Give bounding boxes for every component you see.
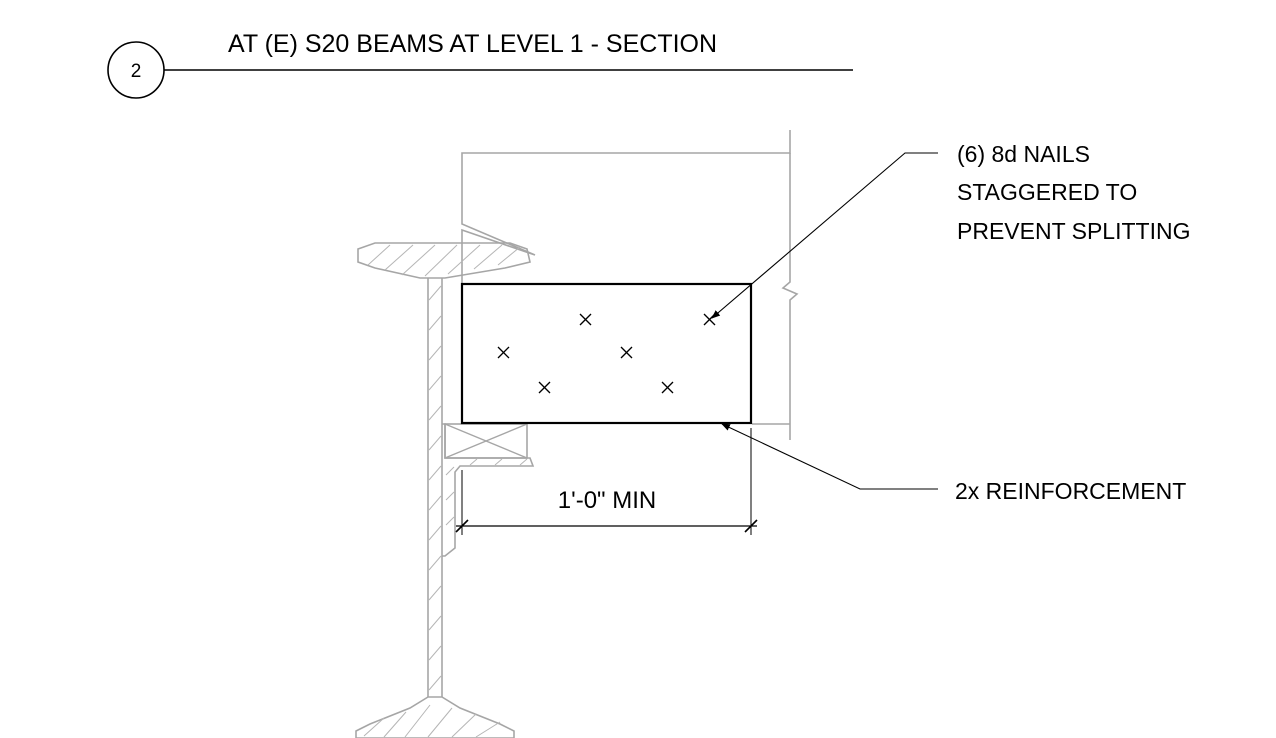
nail-mark <box>661 381 674 394</box>
reinforcement-callout: 2x REINFORCEMENT <box>721 423 1186 504</box>
reinforcement-leader <box>721 423 938 490</box>
reinforcement-2x-outline <box>460 282 753 425</box>
nails-note-line-2: STAGGERED TO <box>957 179 1137 205</box>
nail-mark <box>703 313 716 326</box>
nailer-block <box>444 423 528 459</box>
dimension-min-length: 1'-0" MIN <box>455 428 758 535</box>
nail-mark <box>497 346 510 359</box>
detail-title-block: 2 AT (E) S20 BEAMS AT LEVEL 1 - SECTION <box>107 30 853 99</box>
existing-break-line <box>781 153 799 440</box>
steel-angle <box>442 423 535 557</box>
steel-beam <box>355 242 535 738</box>
nails-leader <box>711 152 938 319</box>
beam-web <box>427 278 443 697</box>
dimension-tick-left <box>455 519 469 533</box>
dimension-tick-right <box>744 519 758 533</box>
dimension-label: 1'-0" MIN <box>558 487 656 514</box>
nail-mark <box>538 381 551 394</box>
nails-note-line-3: PREVENT SPLITTING <box>957 218 1190 244</box>
existing-framing <box>461 130 799 440</box>
nails-note-line-1: (6) 8d NAILS <box>957 141 1090 167</box>
existing-joist-outline <box>461 130 791 284</box>
detail-number: 2 <box>131 61 142 82</box>
steel-hatching <box>363 244 528 738</box>
beam-top-flange <box>357 242 531 279</box>
reinforcement-member <box>460 282 753 425</box>
nail-marks <box>497 313 716 394</box>
beam-bottom-flange <box>355 696 515 738</box>
nail-mark <box>620 346 633 359</box>
detail-title: AT (E) S20 BEAMS AT LEVEL 1 - SECTION <box>228 30 717 58</box>
nail-mark <box>579 313 592 326</box>
reinforcement-note: 2x REINFORCEMENT <box>955 478 1186 504</box>
nails-callout: (6) 8d NAILS STAGGERED TO PREVENT SPLITT… <box>711 141 1190 319</box>
